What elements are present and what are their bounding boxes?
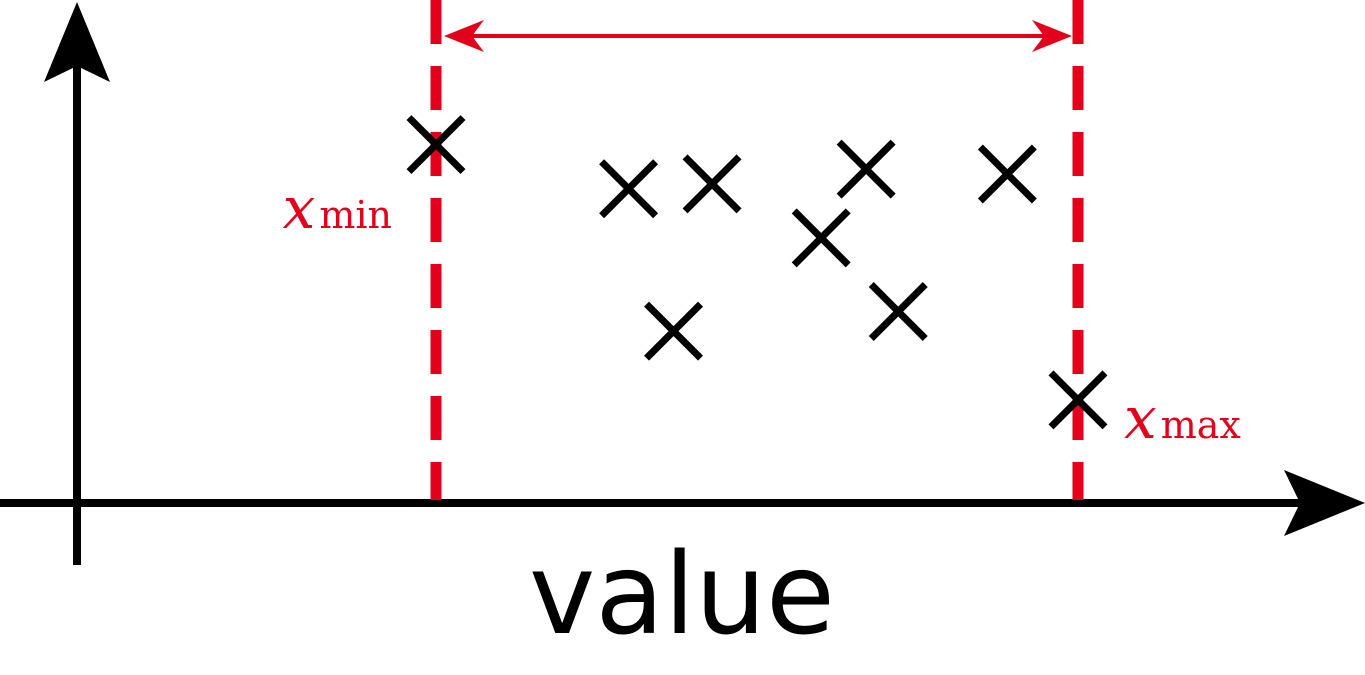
x-axis-label: value [529,530,835,660]
x-max-label-sub: max [1161,403,1241,447]
data-point-marker [791,208,851,268]
marker-stroke [791,208,851,268]
marker-stroke [836,139,896,199]
data-point-marker [406,115,466,175]
y-axis [44,2,110,565]
data-point-marker [644,301,704,361]
data-point-marker [1048,370,1108,430]
data-point-marker [682,154,742,214]
x-min-label-var: x [283,174,316,242]
x-min-label-sub: min [319,193,392,237]
marker-stroke [1048,370,1108,430]
y-axis-arrowhead [44,2,110,82]
marker-stroke [977,144,1037,204]
marker-stroke [868,282,928,341]
data-points [406,115,1108,430]
data-point-marker [977,144,1037,204]
marker-stroke [406,115,466,175]
x-max-label-var: x [1124,384,1157,452]
marker-stroke [599,159,659,219]
range-arrow-left-head [444,20,484,52]
range-arrow-right-head [1032,20,1072,52]
range-arrow [444,20,1072,52]
marker-stroke [644,301,704,361]
x-axis [0,470,1365,536]
marker-stroke [682,154,742,214]
data-point-marker [599,159,659,219]
data-point-marker [868,282,928,341]
data-point-marker [836,139,896,199]
x-axis-arrowhead [1284,470,1365,536]
